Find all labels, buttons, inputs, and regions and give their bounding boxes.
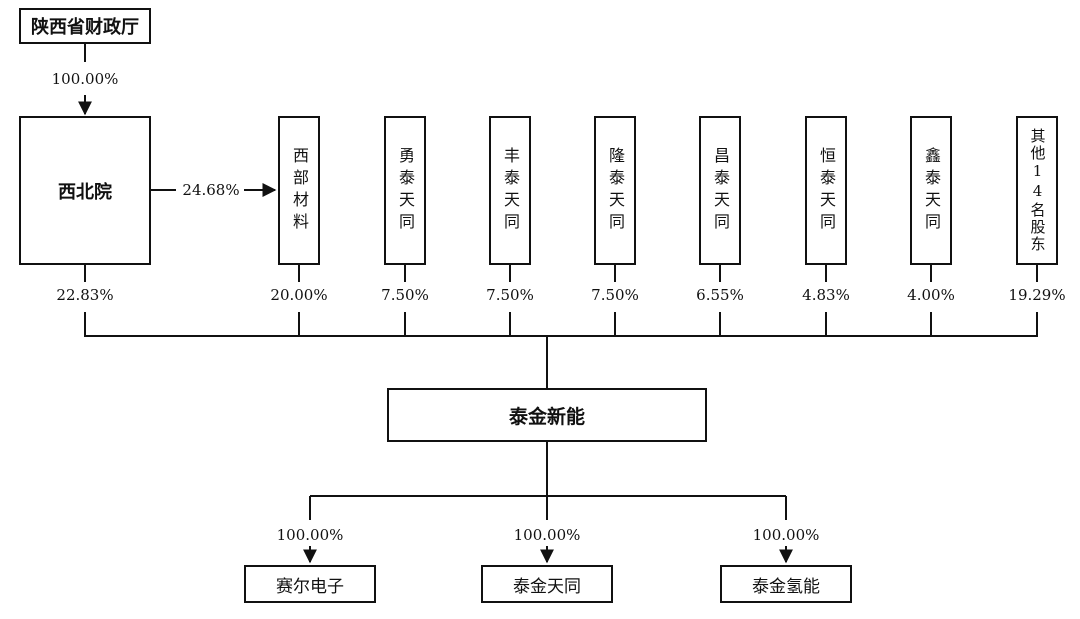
shareholder-label: 西部材料 bbox=[290, 146, 309, 235]
shareholder-changtai: 昌泰天同 bbox=[699, 116, 741, 265]
pct-top-to-xbi: 100.00% bbox=[51, 70, 119, 88]
shareholder-yongtai: 勇泰天同 bbox=[384, 116, 426, 265]
shareholder-others: 其他14名股东 bbox=[1016, 116, 1058, 265]
shareholder-xibu-materials: 西部材料 bbox=[278, 116, 320, 265]
subsidiary-taijin-qingneng: 泰金氢能 bbox=[720, 565, 852, 603]
shareholder-label: 昌泰天同 bbox=[711, 146, 730, 235]
pct-shareholder: 7.50% bbox=[381, 286, 429, 304]
shareholder-longtai: 隆泰天同 bbox=[594, 116, 636, 265]
pct-shareholder: 7.50% bbox=[591, 286, 639, 304]
shareholder-xintai: 鑫泰天同 bbox=[910, 116, 952, 265]
shareholder-label: 丰泰天同 bbox=[501, 146, 520, 235]
pct-subsidiary: 100.00% bbox=[276, 526, 344, 544]
pct-subsidiary: 100.00% bbox=[752, 526, 820, 544]
shareholder-label: 恒泰天同 bbox=[817, 146, 836, 235]
entity-shaanxi-finance-dept: 陕西省财政厅 bbox=[19, 8, 151, 44]
pct-shareholder: 4.00% bbox=[907, 286, 955, 304]
entity-taijin-xinneng: 泰金新能 bbox=[387, 388, 707, 442]
subsidiary-saier-electronics: 赛尔电子 bbox=[244, 565, 376, 603]
pct-subsidiary: 100.00% bbox=[513, 526, 581, 544]
shareholder-label: 隆泰天同 bbox=[606, 146, 625, 235]
pct-shareholder: 20.00% bbox=[270, 286, 328, 304]
pct-shareholder: 19.29% bbox=[1008, 286, 1066, 304]
pct-xbi-to-xibu: 24.68% bbox=[182, 181, 240, 199]
pct-shareholder: 6.55% bbox=[696, 286, 744, 304]
entity-xbi: 西北院 bbox=[19, 116, 151, 265]
pct-shareholder: 4.83% bbox=[802, 286, 850, 304]
shareholder-hengtai: 恒泰天同 bbox=[805, 116, 847, 265]
pct-xbi-to-center: 22.83% bbox=[56, 286, 114, 304]
shareholder-label: 勇泰天同 bbox=[396, 146, 415, 235]
shareholder-label: 鑫泰天同 bbox=[922, 146, 941, 235]
subsidiary-taijin-tiantong: 泰金天同 bbox=[481, 565, 613, 603]
pct-shareholder: 7.50% bbox=[486, 286, 534, 304]
shareholder-fengtai: 丰泰天同 bbox=[489, 116, 531, 265]
shareholder-label: 其他14名股东 bbox=[1028, 128, 1047, 253]
